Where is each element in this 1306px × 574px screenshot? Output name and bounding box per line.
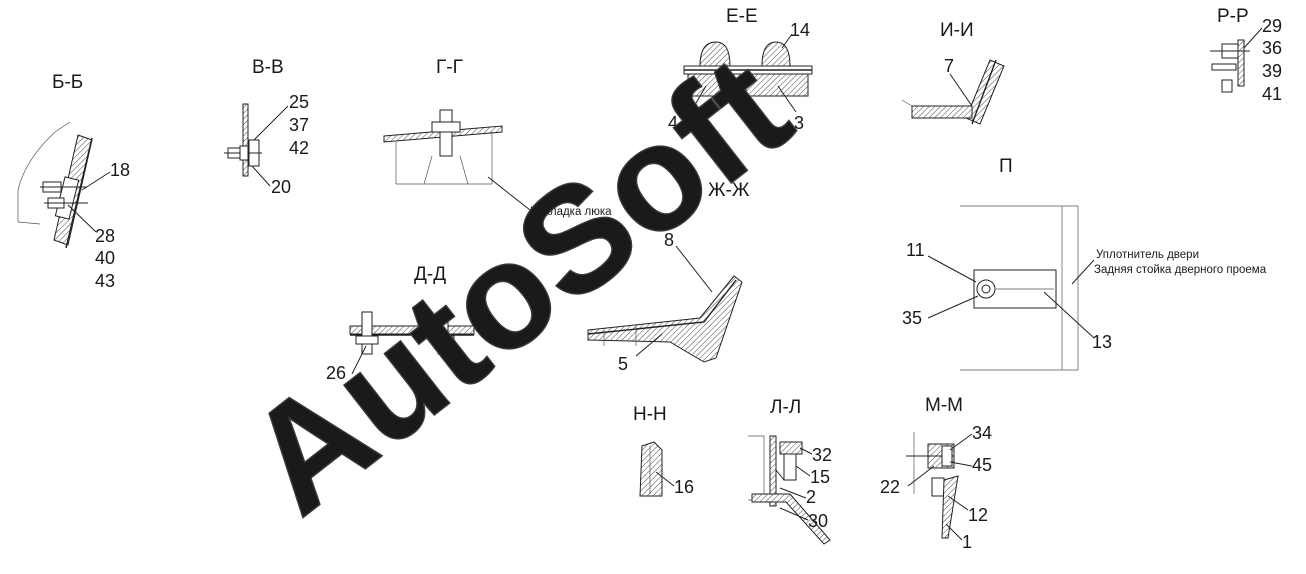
callout-34: 34 [972,423,992,443]
section-vv: В-В 25 37 42 20 [224,57,309,197]
section-p: П 11 35 13 Уплотнитель двери Задняя стой… [902,156,1267,371]
section-title-rr: Р-Р [1217,6,1249,27]
section-ee: Е-Е 14 4 3 [668,6,813,133]
panel-ll [751,493,831,545]
section-ll: Л-Л 32 15 2 30 [748,397,832,545]
callout-36: 36 [1262,38,1282,58]
callout-13: 13 [1092,332,1112,352]
panel-vv [242,103,249,177]
callout-39: 39 [1262,61,1282,81]
panel-mm [941,475,959,539]
callout-2: 2 [806,487,816,507]
callout-4: 4 [668,113,678,133]
section-title-nn: Н-Н [633,404,667,425]
callout-25: 25 [289,92,309,112]
note-hatch-cover: Накладка люка [530,206,612,218]
callout-5: 5 [618,354,628,374]
callout-37: 37 [289,115,309,135]
section-title-dd: Д-Д [414,264,446,285]
section-gg: Г-Г Накладка люка [383,57,612,218]
callout-42: 42 [289,138,309,158]
section-title-gg: Г-Г [436,57,463,78]
profile-zhzh [587,275,743,363]
callout-15: 15 [810,467,830,487]
note-door-seal: Уплотнитель двери [1096,249,1199,261]
section-rr: Р-Р 29 36 39 41 [1210,6,1282,104]
callout-30: 30 [808,511,828,531]
callout-45: 45 [972,455,992,475]
callout-22: 22 [880,477,900,497]
callout-29: 29 [1262,16,1282,36]
callout-8: 8 [664,230,674,250]
callout-41: 41 [1262,84,1282,104]
callout-16: 16 [674,477,694,497]
section-title-mm: М-М [925,395,963,416]
section-mm: М-М 34 45 22 12 1 [880,395,992,552]
callout-35: 35 [902,308,922,328]
callout-32: 32 [812,445,832,465]
callout-14: 14 [790,20,810,40]
callout-26: 26 [326,363,346,383]
section-title-ii: И-И [940,20,974,41]
section-nn: Н-Н 16 [633,404,694,497]
pillar-ll [769,435,777,507]
callout-40: 40 [95,248,115,268]
callout-3: 3 [794,113,804,133]
callout-28: 28 [95,226,115,246]
plate-dd [349,325,475,335]
section-title-bb: Б-Б [52,72,83,93]
callout-12: 12 [968,505,988,525]
section-ii: И-И 7 [901,20,1005,125]
section-title-p: П [999,156,1013,177]
section-zhzh: Ж-Ж 8 5 [587,180,750,374]
bracket-rr [1237,39,1245,87]
callout-1: 1 [962,532,972,552]
callout-7: 7 [944,56,954,76]
section-title-vv: В-В [252,57,284,78]
callout-43: 43 [95,271,115,291]
panel-ii [965,59,1005,125]
note-rear-pillar: Задняя стойка дверного проема [1094,264,1267,276]
section-title-zhzh: Ж-Ж [708,180,750,201]
callout-20: 20 [271,177,291,197]
callout-18: 18 [110,160,130,180]
section-title-ll: Л-Л [770,397,801,418]
section-bb: Б-Б 18 28 40 43 [17,72,130,291]
section-title-ee: Е-Е [726,6,758,27]
seal-nn [639,441,663,497]
section-dd: Д-Д 26 [326,264,475,383]
callout-11: 11 [906,240,925,260]
